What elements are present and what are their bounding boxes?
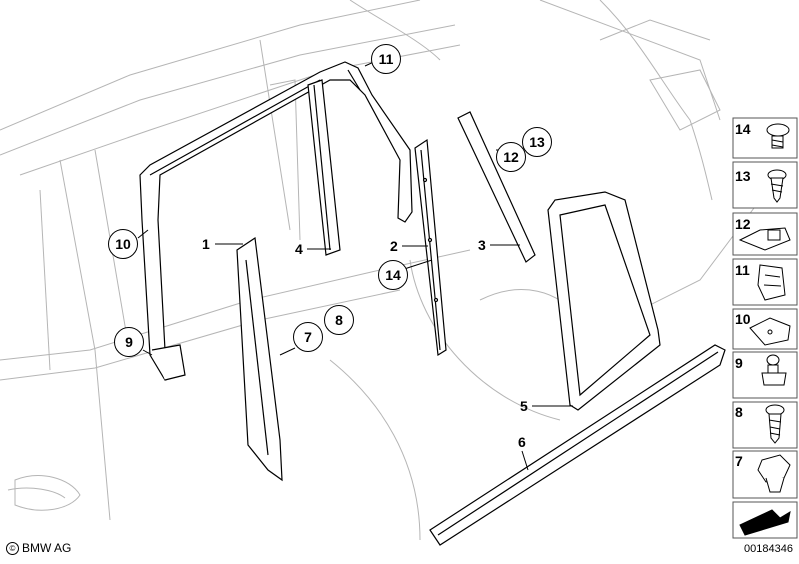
screw-14-icon <box>766 123 790 137</box>
legend-label-14: 14 <box>735 121 751 137</box>
part-2-guide-rail <box>414 138 447 357</box>
callout-11: 11 <box>371 44 401 74</box>
callout-3: 3 <box>478 237 486 253</box>
part-5-fixed-window <box>547 191 661 411</box>
rivet-9-icon <box>766 354 780 366</box>
leader-lines <box>137 59 573 471</box>
legend-label-9: 9 <box>735 355 743 371</box>
part-10-window-frame <box>139 61 413 381</box>
callout-4: 4 <box>295 241 303 257</box>
part-4-channel <box>307 79 341 256</box>
legend-label-11: 11 <box>735 262 750 278</box>
callout-13: 13 <box>522 127 552 157</box>
legend-label-8: 8 <box>735 404 743 420</box>
legend-label-10: 10 <box>735 311 751 327</box>
legend-label-12: 12 <box>735 216 751 232</box>
diagram-number: 00184346 <box>744 543 793 555</box>
part-1-pillar-trim <box>236 236 283 482</box>
brand-label: BMW AG <box>22 541 72 555</box>
legend-hardware <box>738 123 791 536</box>
arrow-icon <box>739 509 791 536</box>
callout-10: 10 <box>108 229 138 259</box>
copyright-notice: © BMW AG <box>6 541 71 555</box>
callout-1: 1 <box>202 236 210 252</box>
callout-2: 2 <box>390 238 398 254</box>
part-3-strip <box>457 111 536 263</box>
callout-14: 14 <box>378 260 408 290</box>
callout-8: 8 <box>324 305 354 335</box>
clip-11-icon <box>757 264 786 301</box>
car-body-outline <box>0 0 761 541</box>
callout-7: 7 <box>293 322 323 352</box>
copyright-icon: © <box>6 541 19 555</box>
callout-6: 6 <box>518 434 526 450</box>
legend-label-7: 7 <box>735 453 743 469</box>
callout-12: 12 <box>496 142 526 172</box>
callout-9: 9 <box>114 327 144 357</box>
callout-5: 5 <box>520 398 528 414</box>
part-6-seal-strip <box>429 344 726 546</box>
legend-label-13: 13 <box>735 168 751 184</box>
